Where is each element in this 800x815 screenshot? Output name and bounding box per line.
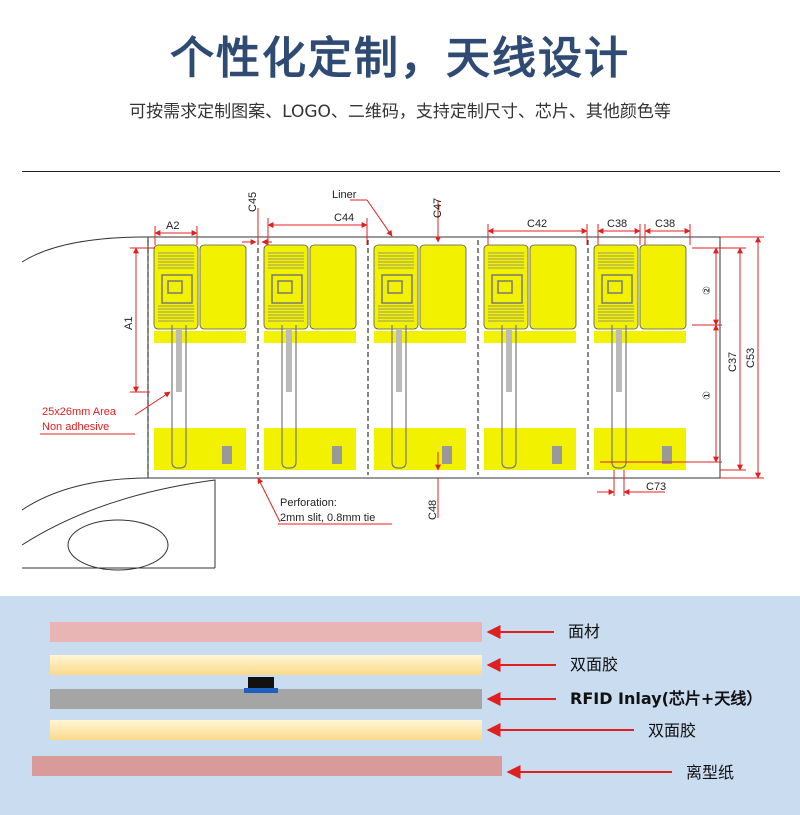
label-unit	[593, 244, 687, 470]
antenna-tag	[483, 244, 529, 330]
perforation-note-line2: 2mm slit, 0.8mm tie	[280, 512, 375, 524]
label-unit	[373, 244, 467, 470]
layer-label: 面材	[568, 622, 600, 641]
dim-c47: C47	[432, 198, 444, 218]
layer-label: 双面胶	[648, 721, 696, 740]
chip-pad	[244, 688, 278, 693]
label-roll-drawing: A2 A1 C45 C44 Liner C47 C42 C38 C38 C37 …	[21, 189, 764, 571]
layer-bar	[32, 756, 502, 776]
dim-c38-right: C38	[655, 218, 675, 230]
blank-tag	[199, 244, 247, 330]
antenna-tail	[611, 325, 627, 469]
chip-body	[248, 677, 274, 689]
layer-bar	[50, 689, 482, 709]
roll-core-edge	[21, 479, 216, 568]
page-subtitle: 可按需求定制图案、LOGO、二维码，支持定制尺寸、芯片、其他颜色等	[129, 102, 671, 122]
antenna-tag	[153, 244, 199, 330]
yellow-footer	[264, 428, 356, 470]
perforation-note-line1: Perforation:	[280, 497, 337, 509]
antenna-tail	[391, 325, 407, 469]
antenna-loop	[271, 274, 303, 304]
dim-c38-left: C38	[607, 218, 627, 230]
yellow-band	[484, 331, 576, 343]
section-1-marker: ①	[702, 391, 713, 400]
divider	[22, 171, 780, 172]
roll-core	[67, 519, 169, 571]
label-unit	[153, 244, 247, 470]
chip-pad	[552, 446, 562, 464]
yellow-band	[264, 331, 356, 343]
area-note-line1: 25x26mm Area	[42, 406, 117, 418]
layer-row: 离型纸	[32, 756, 734, 782]
yellow-footer	[484, 428, 576, 470]
layer-bar	[50, 655, 482, 675]
liner-strip	[147, 236, 721, 479]
dimension-lines	[40, 199, 764, 523]
antenna-tail	[171, 325, 187, 469]
layer-row: RFID Inlay(芯片+天线）	[50, 689, 762, 709]
layer-row: 双面胶	[50, 720, 696, 740]
chip-pad	[662, 446, 672, 464]
yellow-footer	[154, 428, 246, 470]
yellow-band	[374, 331, 466, 343]
blank-tag	[309, 244, 357, 330]
antenna-tag	[263, 244, 309, 330]
layer-label: 双面胶	[570, 655, 618, 674]
area-note-line2: Non adhesive	[42, 421, 109, 433]
label-units	[153, 244, 687, 470]
dim-a2: A2	[166, 220, 179, 232]
antenna-loop	[601, 274, 633, 304]
antenna-tail	[281, 325, 297, 469]
chip-pad	[442, 446, 452, 464]
chip-pad	[222, 446, 232, 464]
dim-c45: C45	[247, 192, 259, 212]
antenna-loop	[491, 274, 523, 304]
roll-top-edge	[21, 236, 760, 263]
layer-label: 离型纸	[686, 763, 734, 782]
dim-c53: C53	[745, 348, 757, 368]
blank-tag	[419, 244, 467, 330]
chip-pad	[332, 446, 342, 464]
antenna-tag	[373, 244, 419, 330]
dim-c44: C44	[334, 212, 354, 224]
dim-c42: C42	[527, 218, 547, 230]
label-unit	[483, 244, 577, 470]
label-unit	[263, 244, 357, 470]
layer-row: 面材	[50, 622, 600, 642]
yellow-footer	[594, 428, 686, 470]
layer-label: RFID Inlay(芯片+天线）	[570, 689, 762, 708]
page-title: 个性化定制，天线设计	[170, 33, 630, 84]
blank-tag	[639, 244, 687, 330]
blank-tag	[529, 244, 577, 330]
perforations	[147, 240, 589, 475]
antenna-tag	[593, 244, 639, 330]
yellow-band	[154, 331, 246, 343]
yellow-band	[594, 331, 686, 343]
roll-bottom-edge	[21, 477, 720, 511]
layer-bar	[50, 622, 482, 642]
dim-c73: C73	[646, 481, 666, 493]
layer-bar	[50, 720, 482, 740]
section-2-marker: ②	[702, 286, 713, 295]
antenna-loop	[381, 274, 413, 304]
layer-row: 双面胶	[50, 655, 618, 675]
dim-c37: C37	[727, 352, 739, 372]
dim-c48: C48	[427, 500, 439, 520]
label-liner: Liner	[332, 189, 357, 201]
antenna-loop	[161, 274, 193, 304]
yellow-footer	[374, 428, 466, 470]
dim-a1: A1	[123, 317, 135, 330]
antenna-tail	[501, 325, 517, 469]
